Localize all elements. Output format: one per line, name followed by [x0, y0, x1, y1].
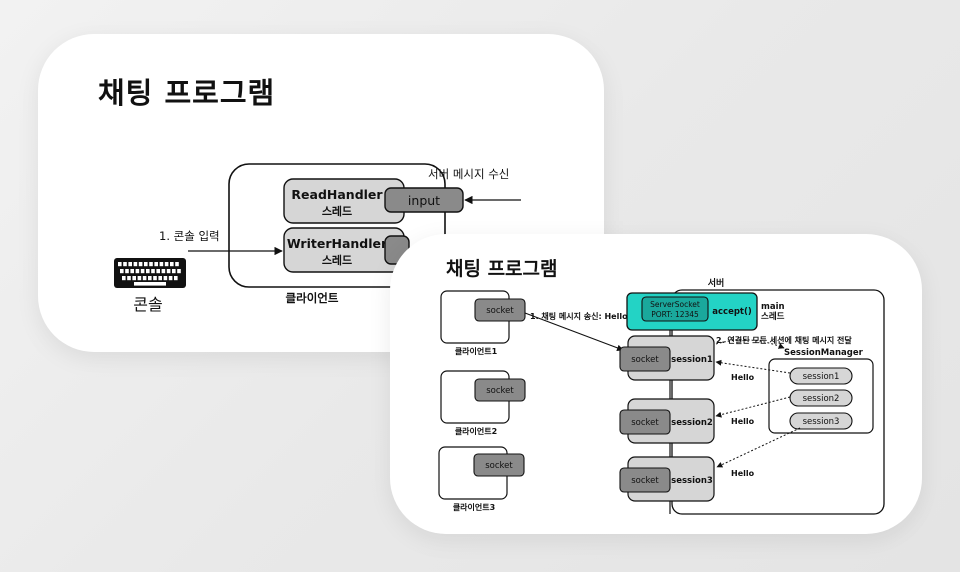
read-handler-name: ReadHandler: [291, 187, 383, 202]
hello-label-1: Hello: [731, 373, 755, 382]
manager-session-2: session2: [789, 389, 853, 407]
slide-title: 채팅 프로그램: [98, 76, 276, 110]
manager-session-1: session1: [789, 367, 853, 385]
broadcast-arrow-session2: [715, 396, 791, 418]
client-label: 클라이언트3: [453, 502, 495, 512]
manager-session-3: session3: [789, 412, 853, 430]
session-manager-label: SessionManager: [784, 348, 864, 358]
session-socket-label: socket: [631, 355, 659, 365]
client-socket-label: socket: [485, 461, 513, 471]
server-message-label: 서버 메시지 수신: [428, 167, 509, 181]
server-session-2: socket session2: [619, 398, 715, 444]
main-thread-sub: 스레드: [761, 311, 785, 322]
session-label: session3: [671, 476, 713, 486]
client-2: socket 클라이언트2: [440, 370, 526, 436]
server-label: 서버: [708, 277, 725, 289]
session-socket-label: socket: [631, 418, 659, 428]
step1-label: 1. 채팅 메시지 송신: Hello: [530, 311, 628, 321]
main-thread-label: main: [761, 302, 785, 312]
broadcast-arrow-session3: [716, 427, 801, 468]
read-handler-sub: 스레드: [322, 204, 352, 218]
client-1: socket 클라이언트1: [440, 290, 526, 356]
server-socket-box: [641, 296, 709, 322]
client-label: 클라이언트1: [455, 346, 498, 356]
session-label: session1: [671, 355, 713, 365]
broadcast-arrow-session1: [715, 359, 791, 374]
session-label: session2: [671, 418, 713, 428]
slide-card-1: 채팅 프로그램 ReadHandler 스레드 input WriterHand…: [38, 34, 604, 352]
hello-label-2: Hello: [731, 417, 755, 426]
server-socket-name: ServerSocket: [650, 300, 700, 309]
input-label: input: [408, 193, 440, 208]
accept-label: accept(): [712, 307, 752, 317]
slide-card-2: 채팅 프로그램 서버 ServerSocket PORT: 12345 acce…: [390, 234, 922, 534]
writer-handler-name: WriterHandler: [287, 236, 388, 251]
step1-arrow: [524, 312, 624, 351]
hello-label-3: Hello: [731, 469, 755, 478]
console-label: 콘솔: [133, 295, 162, 314]
client-socket-label: socket: [486, 306, 514, 316]
manager-session-label: session1: [803, 372, 840, 382]
manager-session-label: session2: [803, 394, 840, 404]
client-socket-label: socket: [486, 386, 514, 396]
writer-handler-sub: 스레드: [322, 253, 352, 267]
server-socket-port: PORT: 12345: [651, 310, 699, 319]
step2-label: 2. 연결된 모든 세션에 채팅 메시지 전달: [716, 335, 852, 345]
client-diagram: ReadHandler 스레드 input WriterHandler 스레드 …: [114, 163, 521, 314]
console-input-label: 1. 콘솔 입력: [159, 229, 220, 243]
input-box: [384, 187, 464, 213]
slide-title: 채팅 프로그램: [446, 258, 558, 280]
keyboard-icon: [114, 258, 186, 288]
client-label: 클라이언트: [286, 291, 339, 305]
client-3: socket 클라이언트3: [438, 446, 525, 512]
server-diagram: 서버 ServerSocket PORT: 12345 accept() mai…: [438, 277, 885, 515]
manager-session-label: session3: [803, 417, 840, 427]
server-session-3: socket session3: [619, 456, 715, 502]
client-label: 클라이언트2: [455, 426, 497, 436]
server-session-1: socket session1: [619, 335, 715, 381]
session-socket-label: socket: [631, 476, 659, 486]
